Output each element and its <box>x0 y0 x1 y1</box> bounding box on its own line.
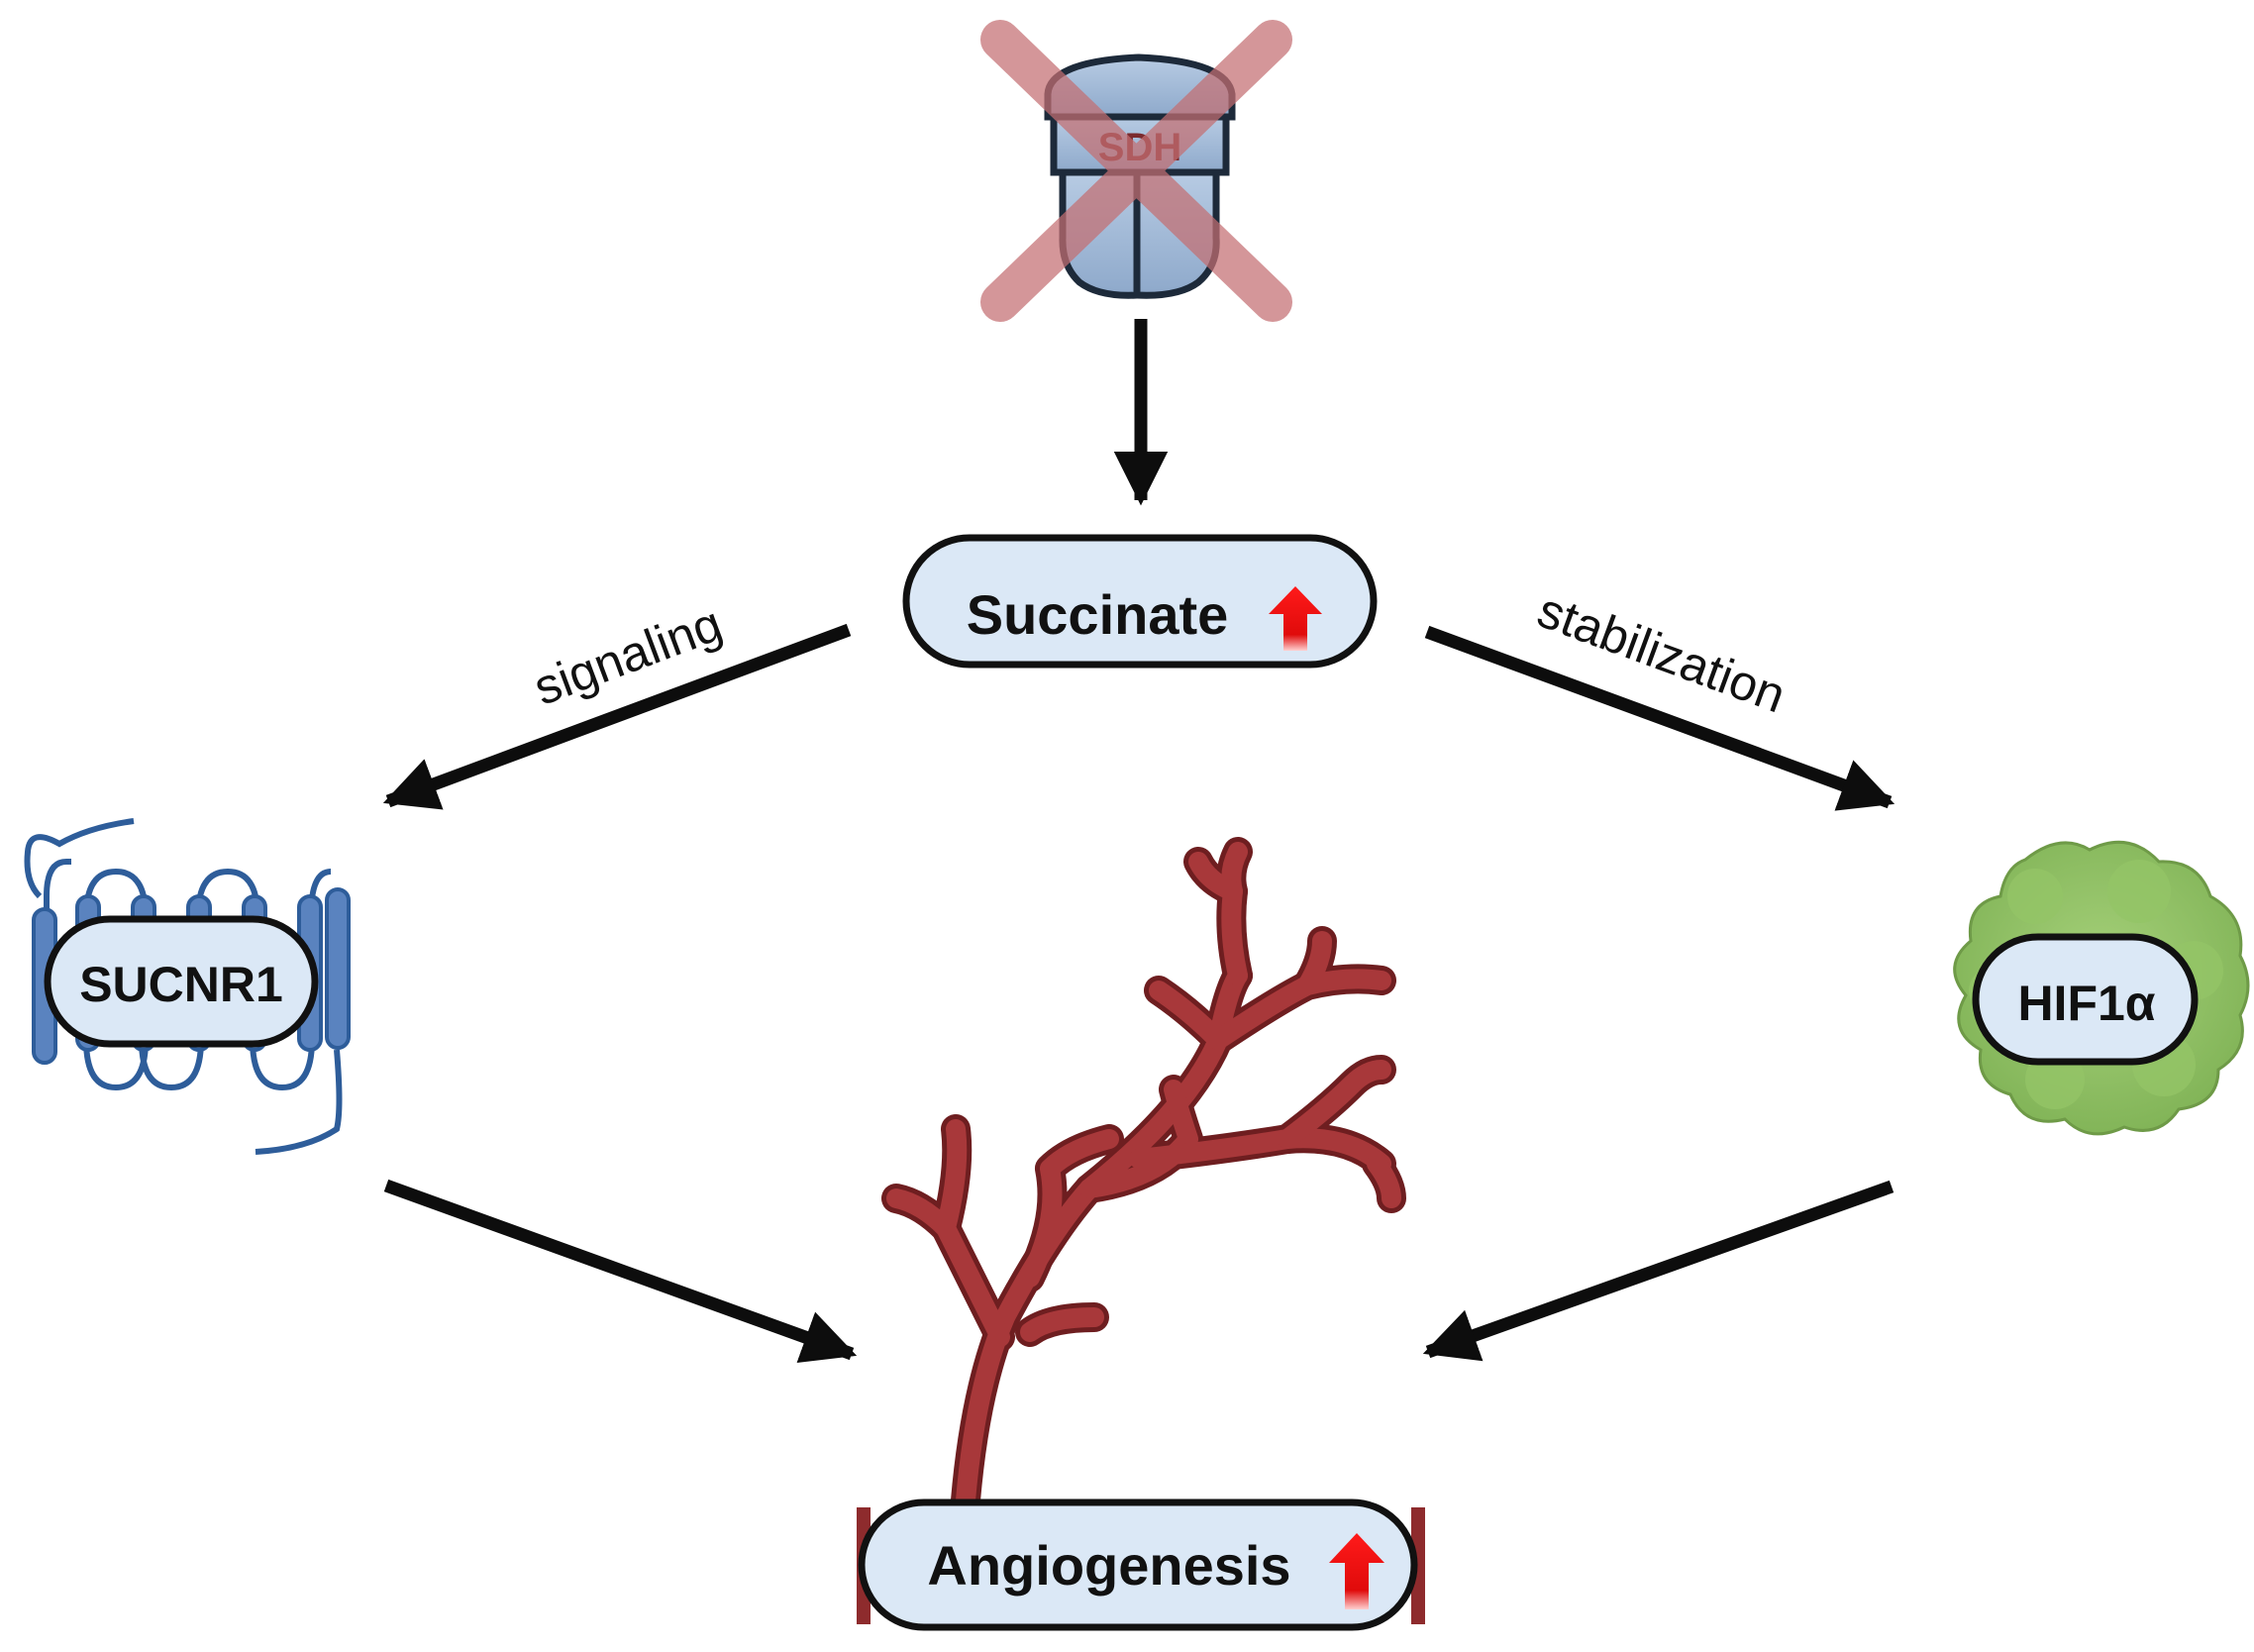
arrow-succinate-to-hif1a <box>1424 625 1895 811</box>
hif1a-pill <box>1972 933 2199 1066</box>
angiogenesis-pill <box>858 1498 1418 1631</box>
sucnr1-node: SUCNR1 <box>44 915 319 1048</box>
edge-label-stabilization: stabilization <box>1531 582 1793 724</box>
sdh-complex: SDH <box>980 20 1292 322</box>
hif1a-label: HIF1α <box>2017 976 2155 1031</box>
hif1a-node: HIF1α <box>1972 933 2199 1066</box>
angiogenesis-up-arrow-icon <box>1329 1533 1384 1609</box>
arrow-sucnr1-to-angiogenesis <box>383 1179 858 1363</box>
succinate-up-arrow-icon <box>1269 586 1322 651</box>
inhibition-cross-icon <box>980 20 1292 322</box>
succinate-label: Succinate <box>967 583 1229 646</box>
blood-vessel-icon <box>857 837 1425 1624</box>
succinate-pill <box>902 534 1378 669</box>
angiogenesis-node: Angiogenesis <box>858 1498 1418 1631</box>
arrow-hif1a-to-angiogenesis <box>1422 1180 1895 1362</box>
arrow-succinate-to-sucnr1 <box>382 623 852 810</box>
angiogenesis-label: Angiogenesis <box>927 1534 1290 1597</box>
edge-label-signaling: signaling <box>527 595 729 716</box>
sucnr1-pill <box>44 915 319 1048</box>
succinate-node: Succinate <box>902 534 1378 669</box>
sucnr1-label: SUCNR1 <box>79 957 283 1012</box>
